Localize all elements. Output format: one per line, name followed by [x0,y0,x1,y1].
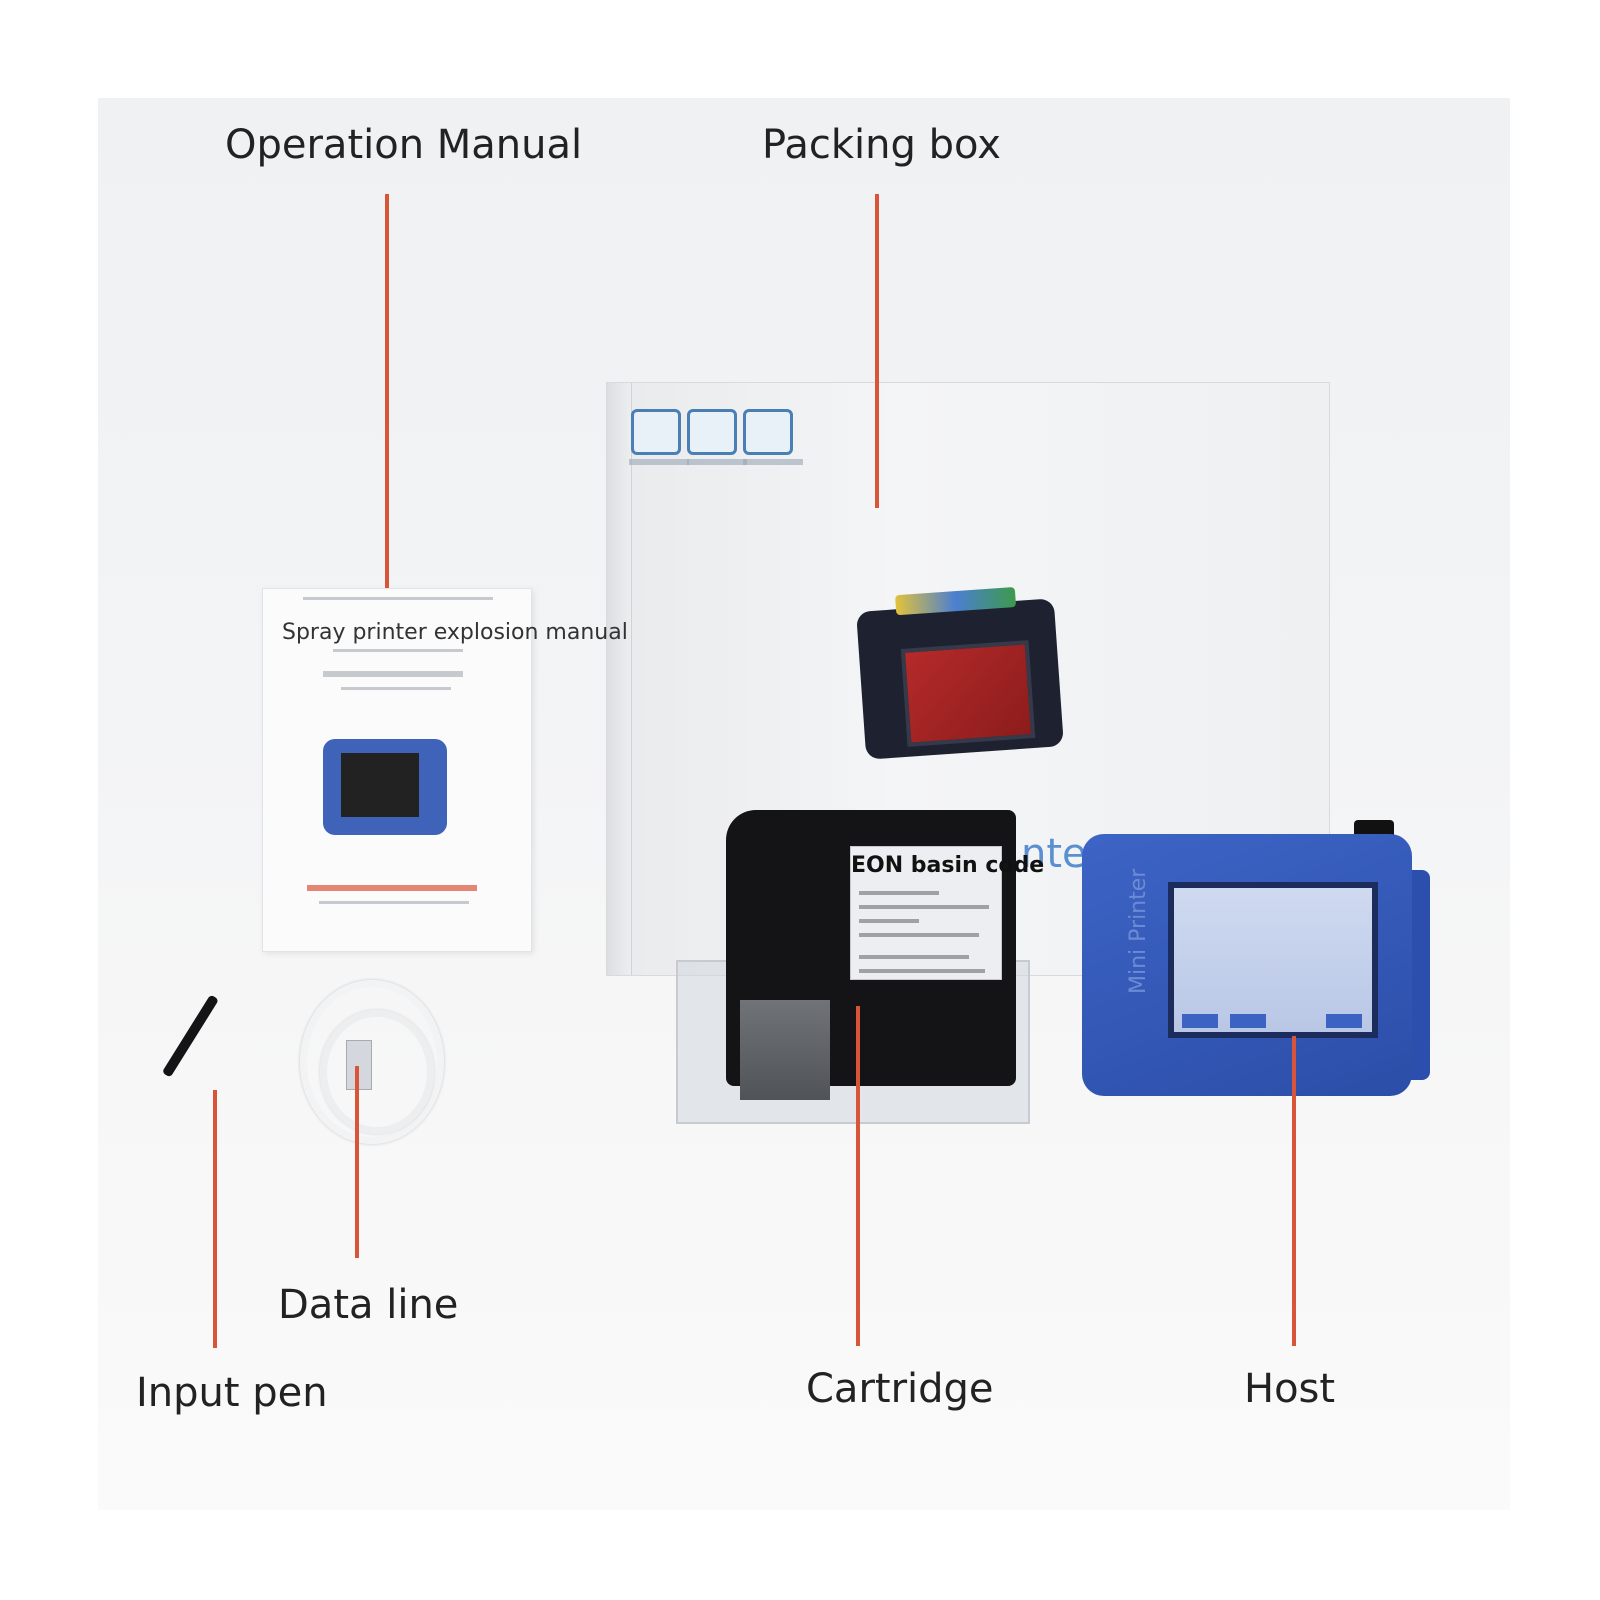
expand-icon [631,409,681,455]
leader-line-cartridge [856,1006,860,1346]
host-screen-button [1230,1014,1266,1028]
leader-line-operation-manual [385,194,389,588]
cartridge-label-text: EON basin code [851,853,1045,878]
leader-line-packing-box [875,194,879,508]
label-text-line [859,969,985,973]
label-text-line [859,955,969,959]
manual-text-line [341,687,451,690]
monitor-icon [743,409,793,455]
label-input-pen: Input pen [136,1370,328,1416]
box-printer-cartridge [895,586,1017,616]
label-host: Host [1244,1366,1336,1412]
label-text-line [859,891,939,895]
manual-text-line [307,885,477,891]
box-printer-image [856,586,1064,760]
manual-printer-image [323,739,447,835]
label-operation-manual: Operation Manual [225,122,583,168]
leader-line-input-pen [213,1090,217,1348]
data-cable-coil [320,1010,434,1134]
usb-plug [346,1040,372,1090]
leader-line-data-line [355,1066,359,1258]
host-body: Mini Printer [1082,834,1412,1096]
cartridge-nozzle [740,1000,830,1100]
manual-text-line [333,649,463,652]
icon-caption [743,459,803,465]
manual-text-line [303,597,493,600]
label-data-line: Data line [278,1282,459,1328]
icon-caption [687,459,747,465]
manual-title: Spray printer explosion manual [282,620,628,645]
manual-text-line [319,901,469,904]
storage-icon [687,409,737,455]
label-text-line [859,905,989,909]
label-text-line [859,919,919,923]
box-text: nte [1021,831,1087,877]
host-screen-button [1182,1014,1218,1028]
operation-manual [262,588,532,952]
label-text-line [859,933,979,937]
cartridge-label: EON basin code [850,846,1044,980]
cartridge-body: EON basin code [726,810,1044,1100]
box-flap [607,383,632,975]
label-cartridge: Cartridge [806,1366,994,1412]
label-packing-box: Packing box [762,122,1001,168]
manual-printer-screen [341,753,419,817]
host-side-text: Mini Printer [1126,868,1151,994]
icon-caption [629,459,689,465]
host-printer: Mini Printer [1082,820,1442,1114]
box-printer-screen [900,640,1036,747]
leader-line-host [1292,1036,1296,1346]
cartridge: EON basin code [676,810,1044,1124]
host-screen [1168,882,1378,1038]
manual-text-line [323,671,463,677]
host-screen-button [1326,1014,1362,1028]
data-cable [300,980,444,1144]
